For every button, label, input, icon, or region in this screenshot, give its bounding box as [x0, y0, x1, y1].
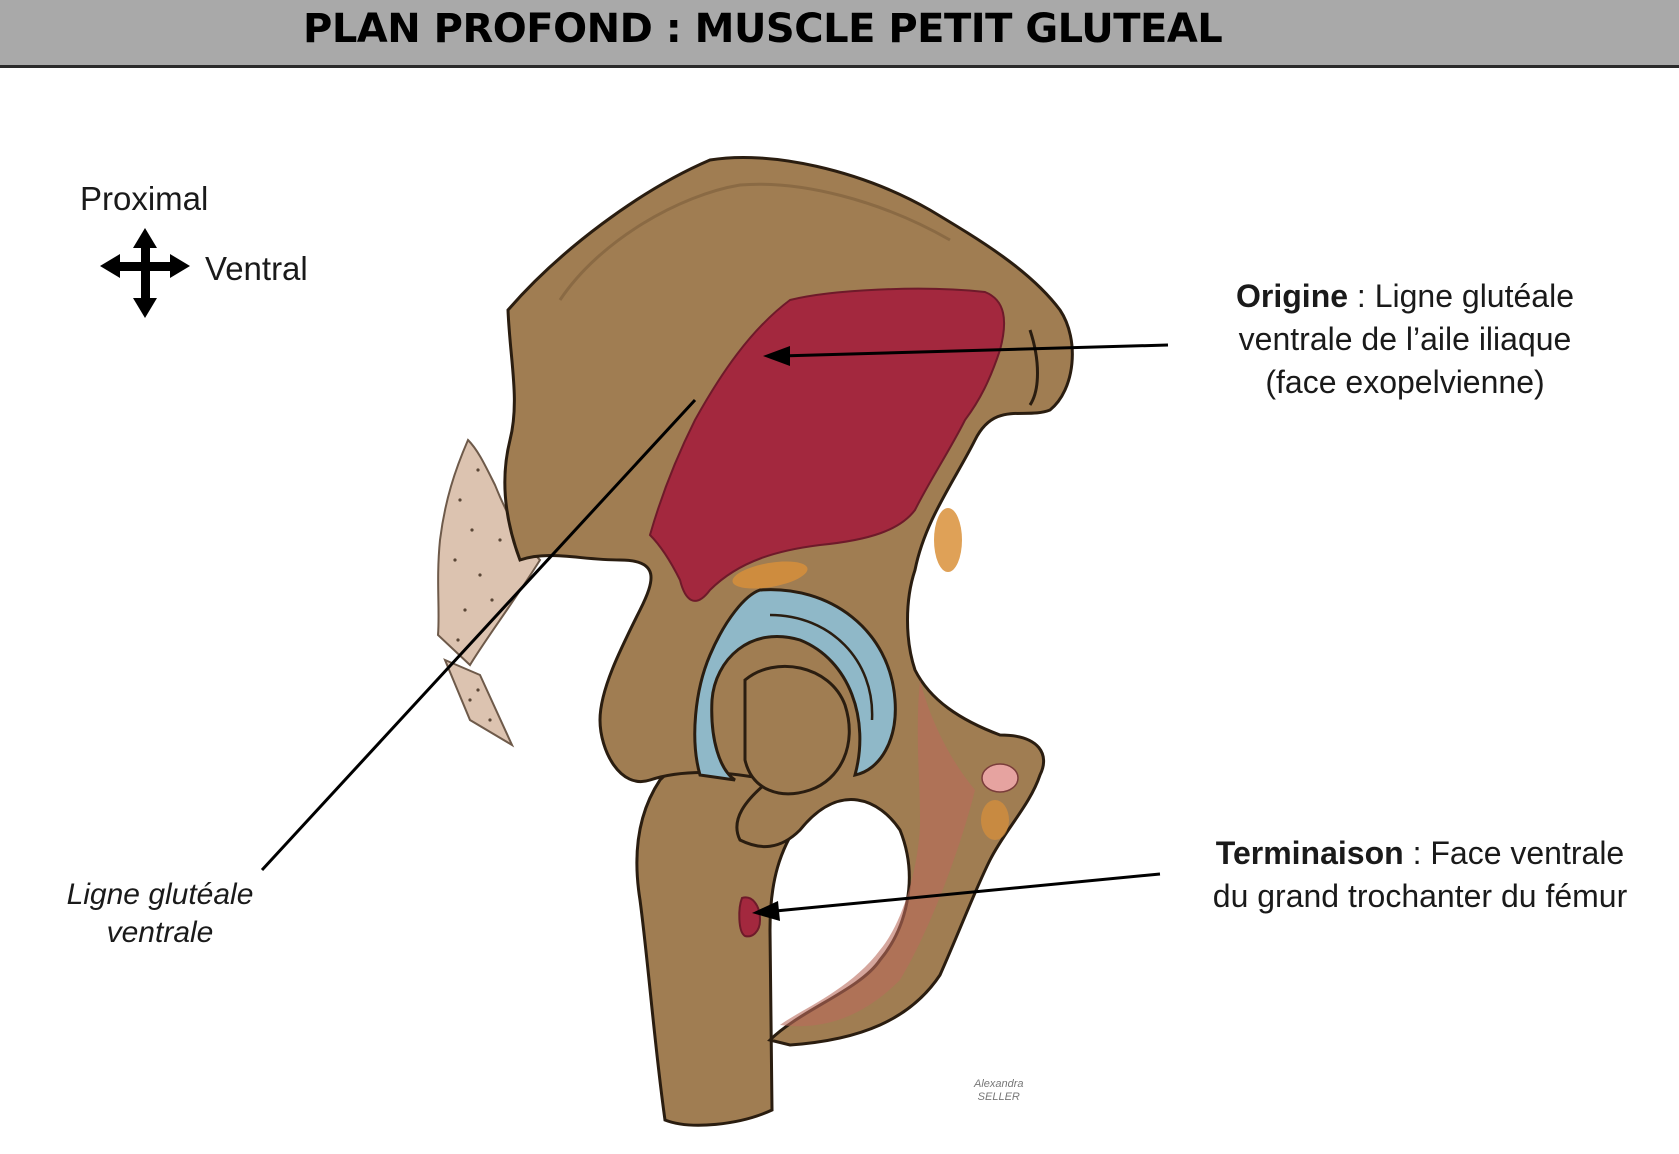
terminaison-arrowhead-icon [752, 901, 780, 921]
signature-line-2: SELLER [977, 1091, 1020, 1103]
ligne-glutéale-line-1: Ligne glutéale [66, 878, 254, 911]
ligne-glutéale-annotation: Ligne glutéale ventrale [40, 876, 280, 952]
artist-signature: Alexandra SELLER [974, 1078, 1024, 1104]
orientation-arrows-icon [100, 228, 190, 318]
orientation-proximal-label: Proximal [80, 180, 209, 217]
origine-separator: : [1348, 278, 1375, 314]
acetabulum-cartilage [693, 588, 897, 782]
origin-arrowhead-icon [763, 346, 790, 366]
terminaison-annotation: Terminaison : Face ventrale du grand tro… [1180, 832, 1660, 918]
terminaison-term: Terminaison [1215, 835, 1404, 871]
leader-lines [260, 343, 1169, 921]
origine-line1-text: Ligne glutéale [1374, 278, 1574, 314]
origine-term: Origine [1236, 278, 1349, 314]
origine-line-3: (face exopelvienne) [1265, 364, 1545, 400]
ligne-glutéale-line-2: ventrale [106, 916, 214, 949]
femoral-head [743, 664, 851, 796]
origine-annotation: Origine : Ligne glutéale ventrale de l’a… [1185, 275, 1625, 404]
origine-line-1: Origine : Ligne glutéale [1185, 275, 1625, 318]
ligne-glutéale-pointer [260, 398, 697, 872]
origin-arrow [779, 343, 1169, 358]
terminaison-line1-text: Face ventrale [1430, 835, 1625, 871]
terminaison-arrow [764, 872, 1161, 914]
title-bar: PLAN PROFOND : MUSCLE PETIT GLUTEAL [0, 0, 1679, 68]
terminaison-line-1: Terminaison : Face ventrale [1180, 832, 1660, 875]
signature-line-1: Alexandra [974, 1078, 1024, 1090]
terminaison-separator: : [1403, 835, 1431, 871]
sacrum-fragment [436, 438, 542, 748]
origine-line-2: ventrale de l’aile iliaque [1238, 321, 1572, 357]
muscle-origin-area [648, 287, 1006, 602]
muscle-insertion-area [738, 896, 762, 938]
terminaison-line-2: du grand trochanter du fémur [1212, 878, 1628, 914]
orientation-ventral-label: Ventral [205, 250, 308, 287]
page-title: PLAN PROFOND : MUSCLE PETIT GLUTEAL [303, 6, 1223, 52]
